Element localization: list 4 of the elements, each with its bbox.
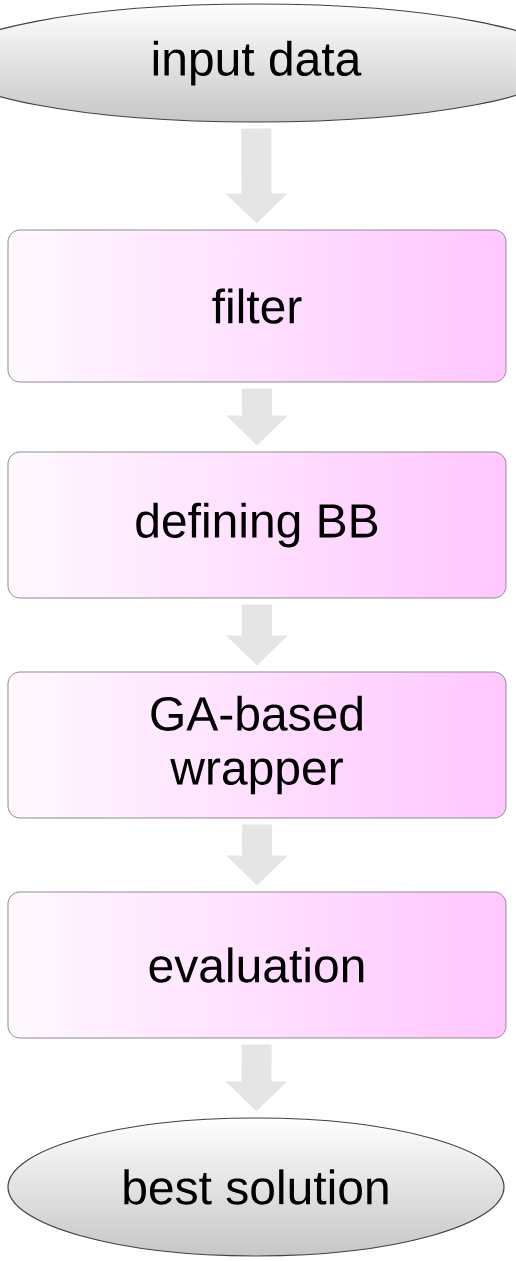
process-box: defining BB: [7, 451, 507, 599]
process-box: GA-based wrapper: [7, 671, 507, 819]
process-box: filter: [7, 229, 507, 383]
process-box: evaluation: [7, 891, 507, 1039]
